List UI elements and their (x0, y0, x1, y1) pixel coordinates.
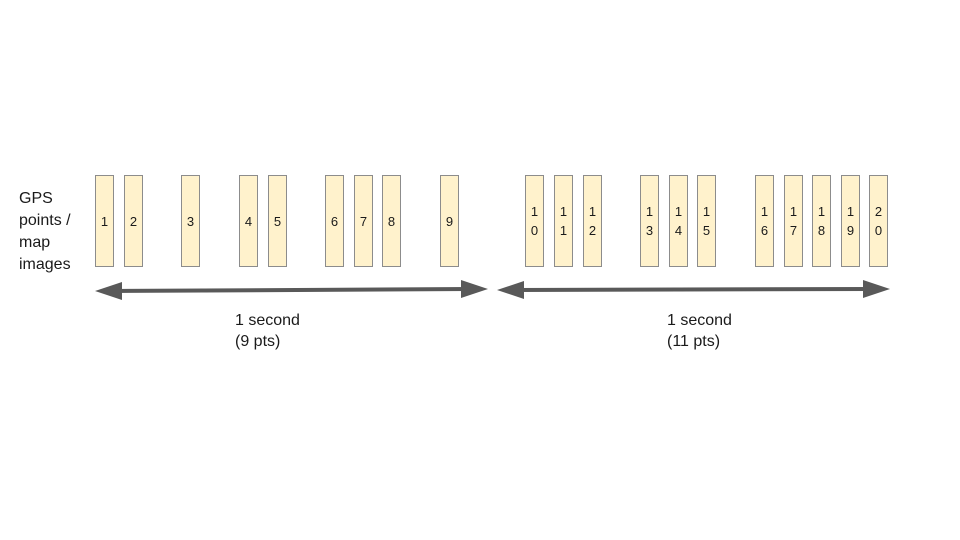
frame-11-number: 11 (559, 204, 568, 238)
frame-18: 18 (812, 175, 831, 267)
frame-2: 2 (124, 175, 143, 267)
frame-10-number: 10 (530, 204, 539, 238)
frame-17-number: 17 (789, 204, 798, 238)
frame-4: 4 (239, 175, 258, 267)
frame-1: 1 (95, 175, 114, 267)
frame-4-number: 4 (244, 213, 253, 229)
frame-14: 14 (669, 175, 688, 267)
frame-6: 6 (325, 175, 344, 267)
frame-2-number: 2 (129, 213, 138, 229)
frame-9: 9 (440, 175, 459, 267)
frame-16: 16 (755, 175, 774, 267)
frame-20: 20 (869, 175, 888, 267)
frame-15: 15 (697, 175, 716, 267)
frame-3: 3 (181, 175, 200, 267)
frame-11: 11 (554, 175, 573, 267)
frame-1-number: 1 (100, 213, 109, 229)
frame-18-number: 18 (817, 204, 826, 238)
frame-6-number: 6 (330, 213, 339, 229)
frame-8-number: 8 (387, 213, 396, 229)
frame-15-number: 15 (702, 204, 711, 238)
frame-5-number: 5 (273, 213, 282, 229)
frame-16-number: 16 (760, 204, 769, 238)
frame-12: 12 (583, 175, 602, 267)
frame-3-number: 3 (186, 213, 195, 229)
frame-8: 8 (382, 175, 401, 267)
frame-13-number: 13 (645, 204, 654, 238)
interval-1-arrow (95, 280, 488, 300)
gps-points-map-images-label: GPS points / map images (19, 190, 71, 273)
interval-2-caption: 1 second (11 pts) (667, 312, 732, 350)
frame-20-number: 20 (874, 204, 883, 238)
frame-17: 17 (784, 175, 803, 267)
frame-5: 5 (268, 175, 287, 267)
frame-13: 13 (640, 175, 659, 267)
frame-14-number: 14 (674, 204, 683, 238)
frame-19: 19 (841, 175, 860, 267)
frame-10: 10 (525, 175, 544, 267)
interval-1-caption: 1 second (9 pts) (235, 312, 300, 350)
frame-19-number: 19 (846, 204, 855, 238)
frame-7-number: 7 (359, 213, 368, 229)
frame-12-number: 12 (588, 204, 597, 238)
interval-2-arrow (497, 280, 890, 299)
frame-9-number: 9 (445, 213, 454, 229)
frame-7: 7 (354, 175, 373, 267)
